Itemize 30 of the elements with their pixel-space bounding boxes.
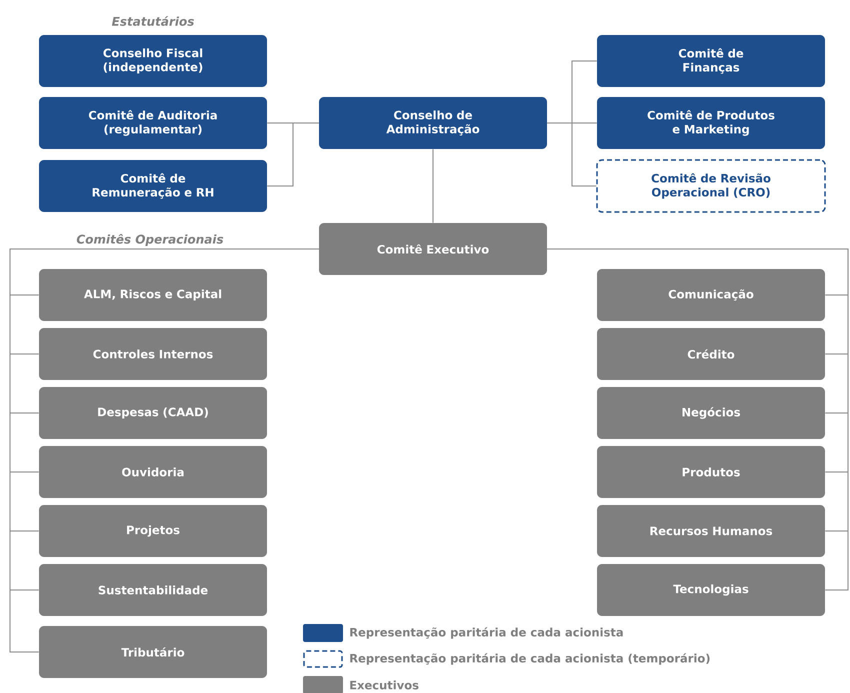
committee-box: Comitê de Revisão Operacional (CRO) [596,159,826,213]
legend-text: Representação paritária de cada acionista [350,627,623,639]
connector-line [266,122,320,186]
committee-box: Tecnologias [597,564,826,616]
section-heading: Comitês Operacionais [76,234,224,246]
committee-box: Conselho Fiscal (independente) [39,35,267,87]
committee-box: Produtos [597,446,826,498]
committee-box: Tributário [39,626,267,678]
committee-box: Comitê Executivo [319,223,547,275]
committee-box: Comitê de Auditoria (regulamentar) [39,97,267,149]
committee-box: Controles Internos [39,328,267,380]
committee-box: Conselho de Administração [319,97,547,149]
committee-box: Crédito [597,328,826,380]
committee-box: Comitê de Finanças [597,35,826,87]
committee-box: Sustentabilidade [39,564,267,616]
connector-line [432,148,434,224]
connector-line [546,122,597,186]
connector-line [546,248,849,590]
committee-box: Comitê de Produtos e Marketing [597,97,826,149]
legend-text: Representação paritária de cada acionista (temporário) [350,653,710,665]
committee-box: Comunicação [597,269,826,321]
legend-text: Executivos [350,680,418,690]
committee-box: Comitê de Remuneração e RH [39,160,267,212]
committee-box: Ouvidoria [39,446,267,498]
committee-box: ALM, Riscos e Capital [39,269,267,321]
committee-box: Projetos [39,505,267,557]
committee-box: Recursos Humanos [597,505,826,557]
committee-box: Despesas (CAAD) [39,387,267,439]
connector-line [10,248,320,652]
committee-box: Negócios [597,387,826,439]
